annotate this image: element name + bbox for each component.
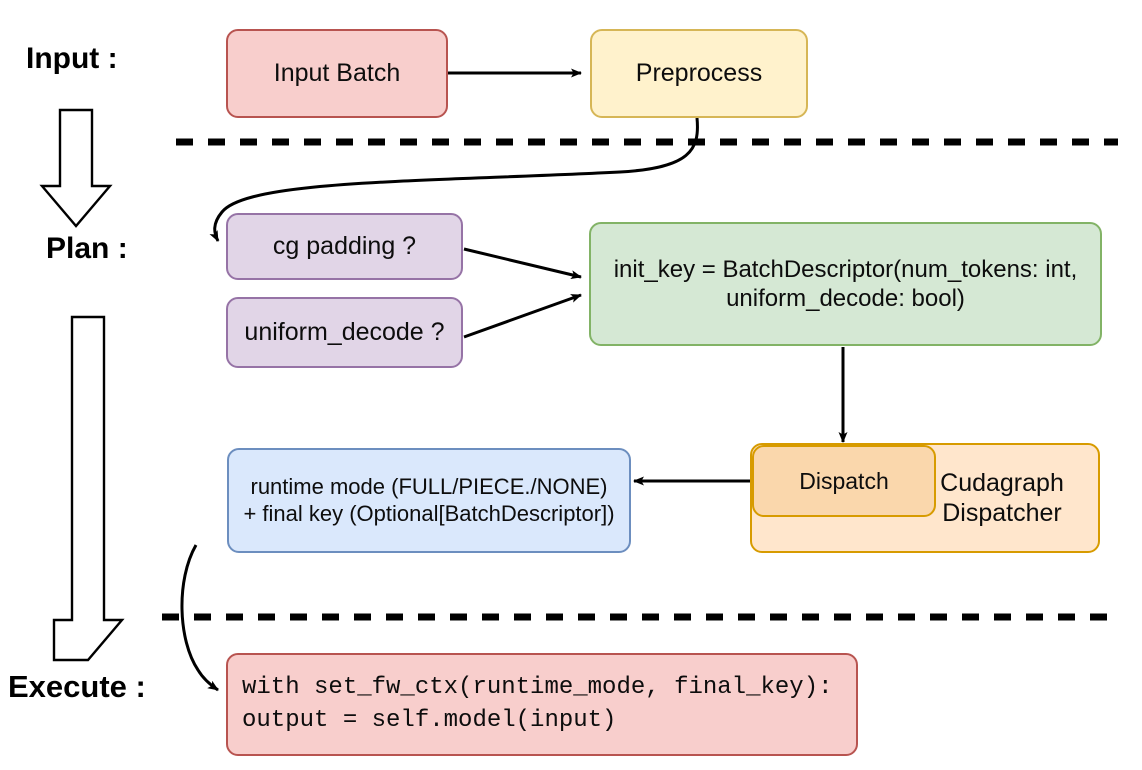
node-cudagraph-dispatcher-label: Cudagraph Dispatcher (940, 468, 1064, 528)
stage-label-execute: Execute : (8, 669, 146, 704)
plan-to-execute-stage-arrow (52, 315, 125, 662)
node-input-batch[interactable]: Input Batch (226, 29, 448, 118)
edge-runtime-mode-to-execute-code (180, 544, 219, 692)
node-preprocess[interactable]: Preprocess (590, 29, 808, 118)
node-runtime-mode[interactable]: runtime mode (FULL/PIECE./NONE) + final … (227, 448, 631, 553)
stage-label-input: Input : (26, 42, 118, 75)
node-cg-padding[interactable]: cg padding ? (226, 213, 463, 280)
edge-cg-padding-to-init-key (463, 247, 582, 280)
node-execute-code[interactable]: with set_fw_ctx(runtime_mode, final_key)… (226, 653, 858, 756)
node-uniform-decode[interactable]: uniform_decode ? (226, 297, 463, 368)
node-init-key[interactable]: init_key = BatchDescriptor(num_tokens: i… (589, 222, 1102, 346)
node-dispatch[interactable]: Dispatch (752, 445, 936, 517)
edge-uniform-decode-to-init-key (463, 293, 582, 339)
input-to-plan-stage-arrow (39, 108, 113, 228)
stage-label-plan: Plan : (46, 232, 128, 265)
